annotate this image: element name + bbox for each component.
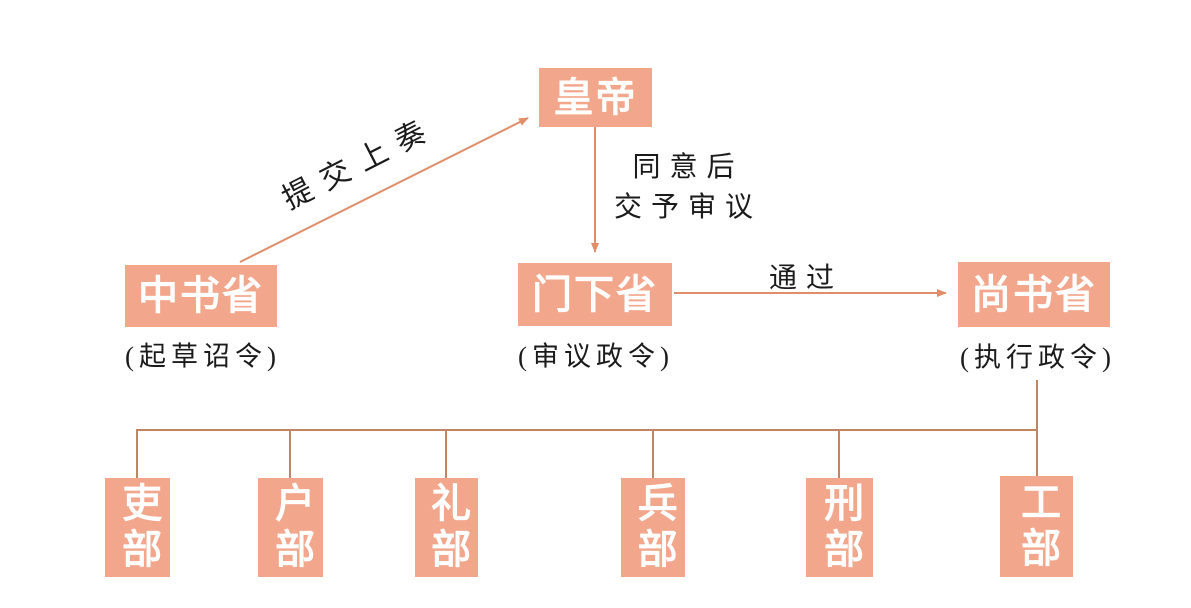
edge-label-approve-line1: 同意后 (632, 152, 744, 183)
node-ministry-xingbu-justice: 刑部 (806, 478, 873, 577)
note-shangshu: (执行政令) (960, 342, 1116, 373)
node-ministry-gongbu-works: 工部 (1000, 476, 1073, 577)
node-menxia: 门下省 (518, 263, 672, 326)
node-ministry-bingbu-war: 兵部 (621, 478, 685, 577)
note-zhongshu: (起草诏令) (125, 341, 281, 372)
note-menxia: (审议政令) (518, 341, 674, 372)
node-shangshu: 尚书省 (958, 262, 1110, 327)
node-ministry-libu-personnel: 吏部 (105, 478, 170, 577)
edge-submit-line (239, 117, 529, 263)
ministries-rail (136, 429, 1037, 478)
node-zhongshu: 中书省 (125, 265, 277, 327)
edge-label-approve-line2: 交予审议 (613, 192, 763, 223)
edge-label-pass: 通过 (768, 263, 844, 294)
node-emperor: 皇帝 (539, 68, 652, 127)
node-ministry-hubu-revenue: 户部 (258, 478, 323, 577)
edge-label-approve: 同意后 交予审议 (614, 148, 762, 228)
node-ministry-libu-rites: 礼部 (415, 478, 478, 577)
